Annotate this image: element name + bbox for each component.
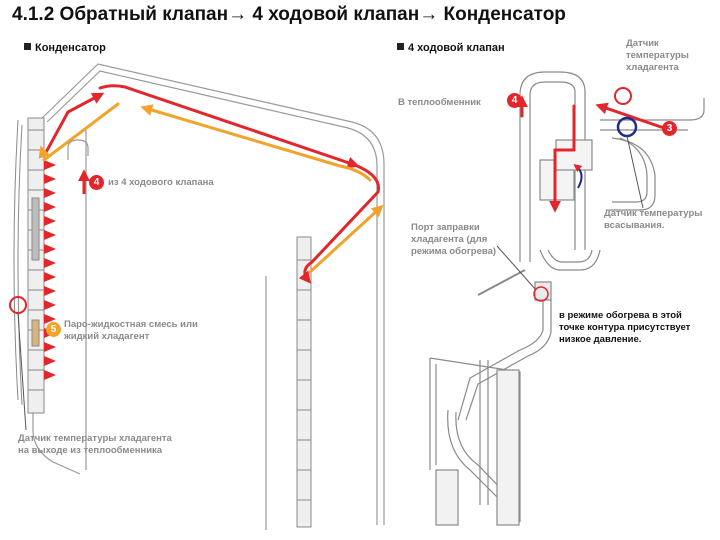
badge-step-5-left: 5 xyxy=(46,322,61,337)
suction-sensor-leader xyxy=(626,135,644,209)
section-four-way-valve: 4 ходовой клапан xyxy=(397,42,505,54)
label-mixture-line2: жидкий хладагент xyxy=(64,331,150,342)
section-four-way-label: 4 ходовой клапан xyxy=(408,42,505,54)
label-mixture-line1: Паро-жидкостная смесь или xyxy=(64,319,198,330)
inlet-arrow-markers xyxy=(44,160,56,380)
valve-return-arrow xyxy=(573,163,583,189)
label-suction-sensor: Датчик температуры всасывания. xyxy=(604,208,702,232)
label-suction-sensor-line1: Датчик температуры xyxy=(604,208,703,219)
label-from-valve: из 4 ходового клапана xyxy=(108,177,214,188)
label-note-line2: точке контура присутствует xyxy=(559,322,691,333)
refrigerant-sensor-ring xyxy=(614,87,632,105)
section-condenser: Конденсатор xyxy=(24,42,106,54)
suction-sensor-ring xyxy=(616,116,638,138)
label-to-heat-exchanger: В теплообменник xyxy=(398,97,481,108)
badge-step-3-right: 3 xyxy=(662,121,677,136)
label-port-line1: Порт заправки xyxy=(411,222,480,233)
page-title: 4.1.2 Обратный клапан→ 4 ходовой клапан→… xyxy=(12,4,566,25)
label-port-line3: режима обогрева) xyxy=(411,246,497,257)
outlet-sensor-leader xyxy=(17,312,27,431)
four-way-valve-assembly xyxy=(429,71,705,526)
charge-port-leader xyxy=(496,245,537,291)
label-port-line2: хладагента (для xyxy=(411,234,488,245)
label-ref-sensor-line2: температуры xyxy=(626,50,689,61)
square-bullet-icon xyxy=(24,43,31,50)
section-condenser-label: Конденсатор xyxy=(35,42,106,54)
badge-step-4-left: 4 xyxy=(89,175,104,190)
charge-port-ring xyxy=(533,286,549,302)
valve-flow-arrows xyxy=(516,95,666,213)
condenser-right-fins xyxy=(296,236,312,528)
label-refrigerant-sensor: Датчик температуры хладагента xyxy=(626,38,689,74)
label-mixture: Паро-жидкостная смесь или жидкий хладаге… xyxy=(64,319,198,343)
label-outlet-sensor-line2: на выходе из теплообменника xyxy=(18,445,163,456)
label-ref-sensor-line3: хладагента xyxy=(626,62,679,73)
condenser-body xyxy=(32,63,385,530)
label-ref-sensor-line1: Датчик xyxy=(626,38,659,49)
label-note-line3: низкое давление. xyxy=(559,334,642,345)
label-outlet-sensor-line1: Датчик температуры хладагента xyxy=(18,433,172,444)
label-low-pressure-note: в режиме обогрева в этой точке контура п… xyxy=(559,310,690,346)
cool-flow-path xyxy=(38,102,384,274)
badge-step-4-right: 4 xyxy=(507,93,522,108)
label-note-line1: в режиме обогрева в этой xyxy=(559,310,682,321)
label-outlet-sensor: Датчик температуры хладагента на выходе … xyxy=(18,433,172,457)
hot-flow-path xyxy=(42,84,381,284)
square-bullet-icon xyxy=(397,43,404,50)
label-charge-port: Порт заправки хладагента (для режима обо… xyxy=(411,222,496,258)
condenser-left-fins xyxy=(13,117,45,414)
label-suction-sensor-line2: всасывания. xyxy=(604,220,665,231)
inlet-pipe-stub xyxy=(67,139,89,160)
